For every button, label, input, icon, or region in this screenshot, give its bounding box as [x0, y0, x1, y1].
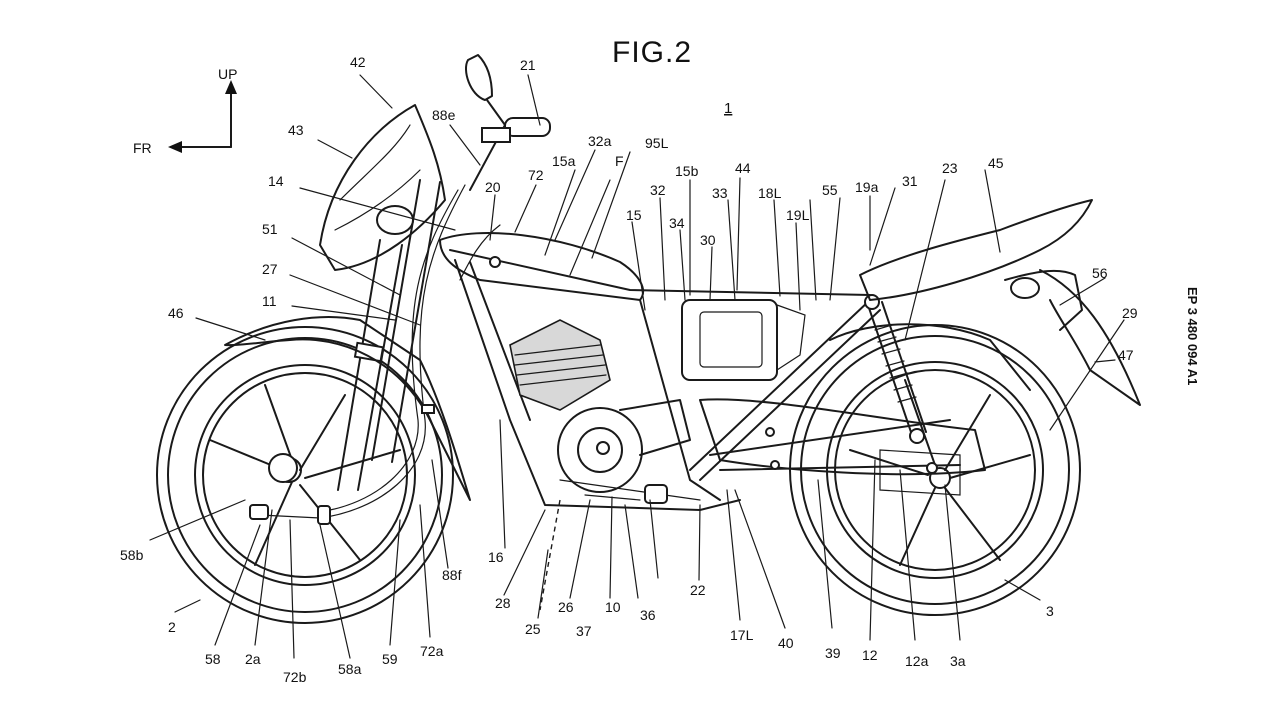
front-wheel	[156, 326, 454, 624]
label-88e: 88e	[432, 107, 456, 123]
label-31: 31	[902, 173, 918, 189]
engine	[509, 319, 701, 504]
label-10: 10	[605, 599, 621, 615]
label-15a: 15a	[552, 153, 576, 169]
figure-title: FIG.2	[612, 36, 692, 69]
frame	[439, 232, 961, 511]
label-11: 11	[262, 293, 277, 309]
label-42: 42	[350, 54, 366, 70]
label-25: 25	[525, 621, 541, 637]
label-15: 15	[626, 207, 642, 223]
label-37: 37	[576, 623, 592, 639]
label-23: 23	[942, 160, 958, 176]
orientation-indicator: UP FR	[133, 66, 237, 156]
label-72b: 72b	[283, 669, 307, 685]
label-12a: 12a	[905, 653, 929, 669]
brake-cables	[249, 184, 501, 525]
label-2: 2	[168, 619, 176, 635]
label-32a: 32a	[588, 133, 612, 149]
label-88f: 88f	[442, 567, 462, 583]
label-47: 47	[1118, 347, 1134, 363]
label-56: 56	[1092, 265, 1108, 281]
label-20: 20	[485, 179, 501, 195]
label-19L: 19L	[786, 207, 810, 223]
rear-fender	[829, 323, 1031, 391]
label-3: 3	[1046, 603, 1054, 619]
publication-number: EP 3 480 094 A1	[1185, 287, 1200, 385]
label-58a: 58a	[338, 661, 362, 677]
label-34: 34	[669, 215, 685, 231]
up-arrow-icon	[225, 80, 237, 94]
label-27: 27	[262, 261, 278, 277]
label-F: F	[615, 153, 624, 169]
label-18L: 18L	[758, 185, 782, 201]
label-3a: 3a	[950, 653, 966, 669]
front-fender	[224, 316, 471, 501]
label-28: 28	[495, 595, 511, 611]
label-59: 59	[382, 651, 398, 667]
dashed-indicator	[539, 499, 561, 611]
label-30: 30	[700, 232, 716, 248]
front-arrow-icon	[168, 141, 182, 153]
air-cleaner	[681, 299, 806, 381]
up-label: UP	[218, 66, 237, 82]
label-21: 21	[520, 57, 536, 73]
label-58: 58	[205, 651, 221, 667]
label-33: 33	[712, 185, 728, 201]
label-58b: 58b	[120, 547, 144, 563]
label-55: 55	[822, 182, 838, 198]
seat-tail	[859, 199, 1141, 406]
label-72: 72	[528, 167, 544, 183]
label-72a: 72a	[420, 643, 444, 659]
label-39: 39	[825, 645, 841, 661]
label-29: 29	[1122, 305, 1138, 321]
reference-numeral: 1	[724, 100, 732, 117]
handlebar-mirror	[465, 54, 551, 191]
label-44: 44	[735, 160, 751, 176]
label-26: 26	[558, 599, 574, 615]
label-40: 40	[778, 635, 794, 651]
leader-lines	[149, 74, 1125, 659]
label-2a: 2a	[245, 651, 261, 667]
label-46: 46	[168, 305, 184, 321]
swing-arm	[699, 398, 986, 496]
front-label: FR	[133, 140, 152, 156]
label-19a: 19a	[855, 179, 879, 195]
label-45: 45	[988, 155, 1004, 171]
label-22: 22	[690, 582, 706, 598]
label-95L: 95L	[645, 135, 669, 151]
label-43: 43	[288, 122, 304, 138]
label-16: 16	[488, 549, 504, 565]
label-17L: 17L	[730, 627, 754, 643]
label-51: 51	[262, 221, 278, 237]
label-36: 36	[640, 607, 656, 623]
label-14: 14	[268, 173, 284, 189]
label-15b: 15b	[675, 163, 699, 179]
label-32: 32	[650, 182, 666, 198]
label-12: 12	[862, 647, 878, 663]
part-labels: 42 21 88e 43 32a 95L 15a F 15b 44 72 14 …	[120, 54, 1138, 685]
windscreen	[319, 104, 446, 271]
